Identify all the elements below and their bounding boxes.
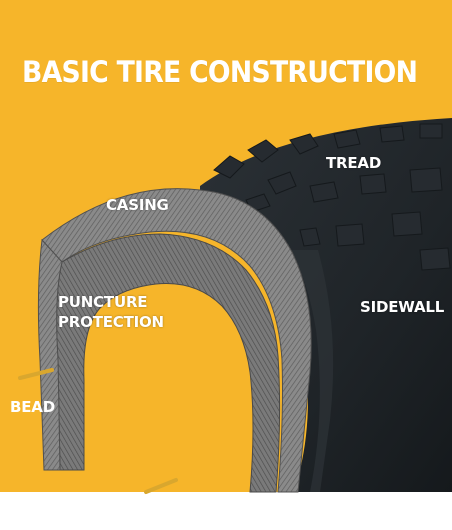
label-puncture-line2: PROTECTION <box>58 313 164 331</box>
casing-left-wall <box>37 238 63 471</box>
bead-wire-bottom <box>144 478 178 494</box>
sidewall-highlight <box>290 250 334 492</box>
label-bead: BEAD <box>10 398 55 416</box>
casing-outer-layer <box>41 188 312 493</box>
tread-knobs <box>213 123 451 271</box>
diagram-title: BASIC TIRE CONSTRUCTION <box>22 55 418 89</box>
label-casing: CASING <box>106 196 169 214</box>
bead-wire-left <box>18 368 54 380</box>
label-puncture-protection: PUNCTURE PROTECTION <box>58 292 164 332</box>
label-tread: TREAD <box>326 154 382 172</box>
label-puncture-line1: PUNCTURE <box>58 293 148 311</box>
puncture-protection-layer <box>56 233 281 493</box>
label-sidewall: SIDEWALL <box>360 298 445 316</box>
